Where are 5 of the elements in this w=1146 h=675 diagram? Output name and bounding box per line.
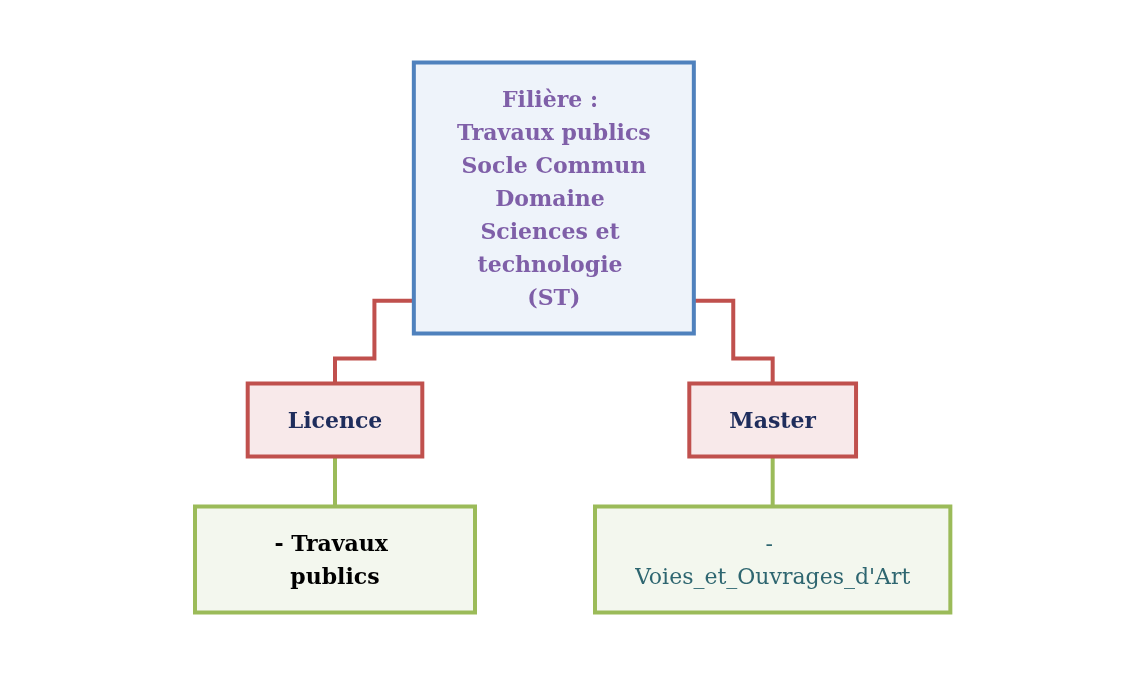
node-box: Master — [687, 381, 859, 459]
node-box: Licence — [246, 381, 425, 459]
node-box: Filière : Travaux publics Socle Commun Domaine Sciences et technologie (ST) — [412, 60, 697, 336]
node-box: - Voies_et_Ouvrages_d'Art — [593, 504, 953, 615]
node-box: - Travaux publics — [193, 504, 478, 615]
